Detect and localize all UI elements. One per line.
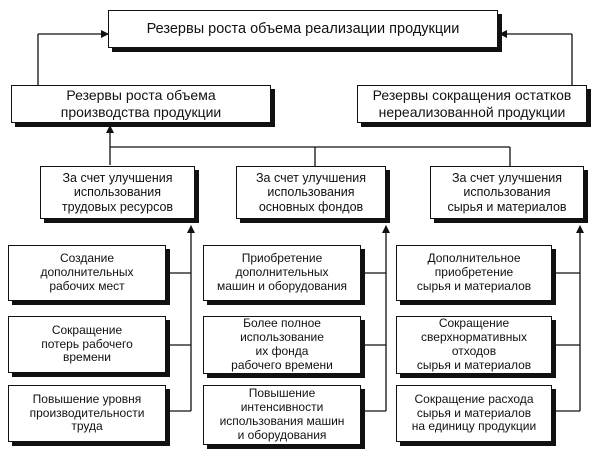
stock-reduction-label: Резервы сокращения остатков нереализован… [372, 87, 572, 120]
item-materials-3: Сокращение расхода сырья и материалов на… [396, 385, 552, 442]
root-box: Резервы роста объема реализации продукци… [108, 10, 498, 48]
item-materials-2-label: Сокращение сверхнормативных отходов сырь… [416, 316, 532, 372]
group-head-materials-label: За счет улучшения использования сырья и … [447, 170, 567, 214]
item-assets-2: Более полное использование их фонда рабо… [203, 316, 361, 374]
root-box-label: Резервы роста объема реализации продукци… [146, 20, 460, 37]
item-materials-1: Дополнительное приобретение сырья и мате… [396, 245, 552, 301]
item-assets-2-label: Более полное использование их фонда рабо… [231, 316, 333, 372]
group-head-fixed-assets: За счет улучшения использования основных… [236, 166, 386, 219]
item-assets-3-label: Повышение интенсивности использования ма… [219, 386, 345, 442]
item-labor-1-label: Создание дополнительных рабочих мест [40, 251, 134, 293]
item-materials-1-label: Дополнительное приобретение сырья и мате… [416, 251, 532, 293]
group-head-materials: За счет улучшения использования сырья и … [430, 166, 584, 219]
item-labor-3-label: Повышение уровня производительности труд… [29, 391, 145, 434]
item-assets-1-label: Приобретение дополнительных машин и обор… [216, 251, 348, 293]
group-head-labor-label: За счет улучшения использования трудовых… [61, 170, 174, 214]
group-head-labor: За счет улучшения использования трудовых… [40, 166, 195, 219]
item-assets-1: Приобретение дополнительных машин и обор… [203, 245, 361, 301]
group-head-fixed-assets-label: За счет улучшения использования основных… [256, 170, 366, 214]
item-assets-3: Повышение интенсивности использования ма… [203, 385, 361, 445]
stock-reduction-box: Резервы сокращения остатков нереализован… [357, 85, 587, 123]
item-materials-2: Сокращение сверхнормативных отходов сырь… [396, 316, 552, 374]
item-materials-3-label: Сокращение расхода сырья и материалов на… [411, 391, 537, 434]
item-labor-2-label: Сокращение потерь рабочего времени [41, 322, 133, 365]
production-reserves-label: Резервы роста объема производства продук… [60, 87, 222, 120]
item-labor-1: Создание дополнительных рабочих мест [8, 245, 166, 301]
item-labor-3: Повышение уровня производительности труд… [8, 385, 166, 442]
item-labor-2: Сокращение потерь рабочего времени [8, 316, 166, 373]
production-reserves-box: Резервы роста объема производства продук… [11, 85, 271, 123]
